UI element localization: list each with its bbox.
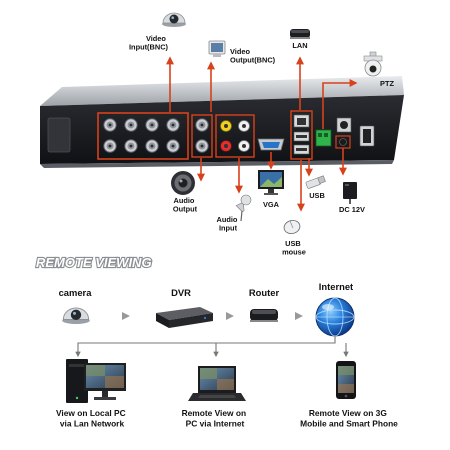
dc-label: DC 12V: [339, 205, 365, 214]
chain-router-icon: [250, 309, 278, 322]
endpoint-label-mobile: Remote View on 3G Mobile and Smart Phone: [300, 408, 398, 428]
chain-camera-icon: [61, 307, 91, 325]
endpoint-label-local-pc: View on Local PC via Lan Network: [56, 408, 128, 428]
lan-label: LAN: [292, 41, 307, 50]
audio-rca-group[interactable]: [215, 114, 255, 158]
dvr-box-icon: [156, 307, 213, 328]
vga-monitor-icon: [258, 170, 284, 195]
usb-label: USB: [309, 191, 325, 200]
fan-grill: [47, 117, 71, 153]
audio-output-label: Audio Output: [173, 196, 198, 214]
power-adapter-icon: [343, 182, 357, 204]
video-output-label: Video Output(BNC): [230, 47, 276, 65]
remote-viewing-title: REMOTE VIEWING: [36, 255, 152, 270]
dvr-top-cover: [40, 76, 404, 106]
lan-usb-port-stack[interactable]: [290, 110, 313, 160]
video-output-bnc-group[interactable]: [191, 114, 213, 158]
usb-stick-icon: [305, 175, 326, 189]
chain-label-camera: camera: [59, 287, 93, 298]
globe-icon: [315, 297, 355, 337]
laptop-icon: [188, 366, 246, 401]
vga-port[interactable]: [257, 138, 285, 151]
usb-mouse-label: USB mouse: [282, 239, 306, 257]
chain-label-internet: Internet: [319, 281, 353, 292]
chain-label-dvr: DVR: [171, 287, 191, 298]
crt-monitor-icon: [208, 40, 226, 57]
desktop-pc-icon: [66, 359, 126, 403]
audio-input-label: Audio Input: [217, 215, 240, 233]
power-switch[interactable]: [359, 125, 375, 147]
video-input-label: Video Input(BNC): [129, 34, 169, 52]
endpoint-label-remote-pc: Remote View on PC via Internet: [182, 408, 249, 428]
chain-flow-arrows: [122, 312, 303, 320]
endpoint-labels: View on Local PC via Lan Network Remote …: [56, 408, 398, 428]
ptz-camera-icon: [363, 51, 383, 77]
chain-label-router: Router: [249, 287, 280, 298]
dome-camera-icon: [161, 12, 187, 28]
ptz-terminal[interactable]: [315, 129, 332, 147]
mouse-icon: [283, 219, 301, 235]
connection-arrows: [166, 56, 358, 212]
ptz-label: PTZ: [380, 79, 394, 88]
video-input-bnc-group[interactable]: [97, 112, 189, 160]
branch-lines: [75, 336, 349, 358]
rear-panel-labels: Video Input(BNC) Video Output(BNC) LAN P…: [129, 34, 394, 257]
dvr-rear-panel: [40, 76, 404, 168]
arrow-ptz: [322, 79, 358, 129]
router-icon: [290, 29, 310, 39]
microphone-icon: [235, 194, 252, 222]
vga-label: VGA: [263, 200, 280, 209]
speaker-icon: [171, 171, 195, 195]
smartphone-icon: [336, 361, 356, 399]
chain-labels: camera DVR Router Internet: [59, 281, 354, 298]
dc-power-jack[interactable]: [335, 117, 352, 149]
